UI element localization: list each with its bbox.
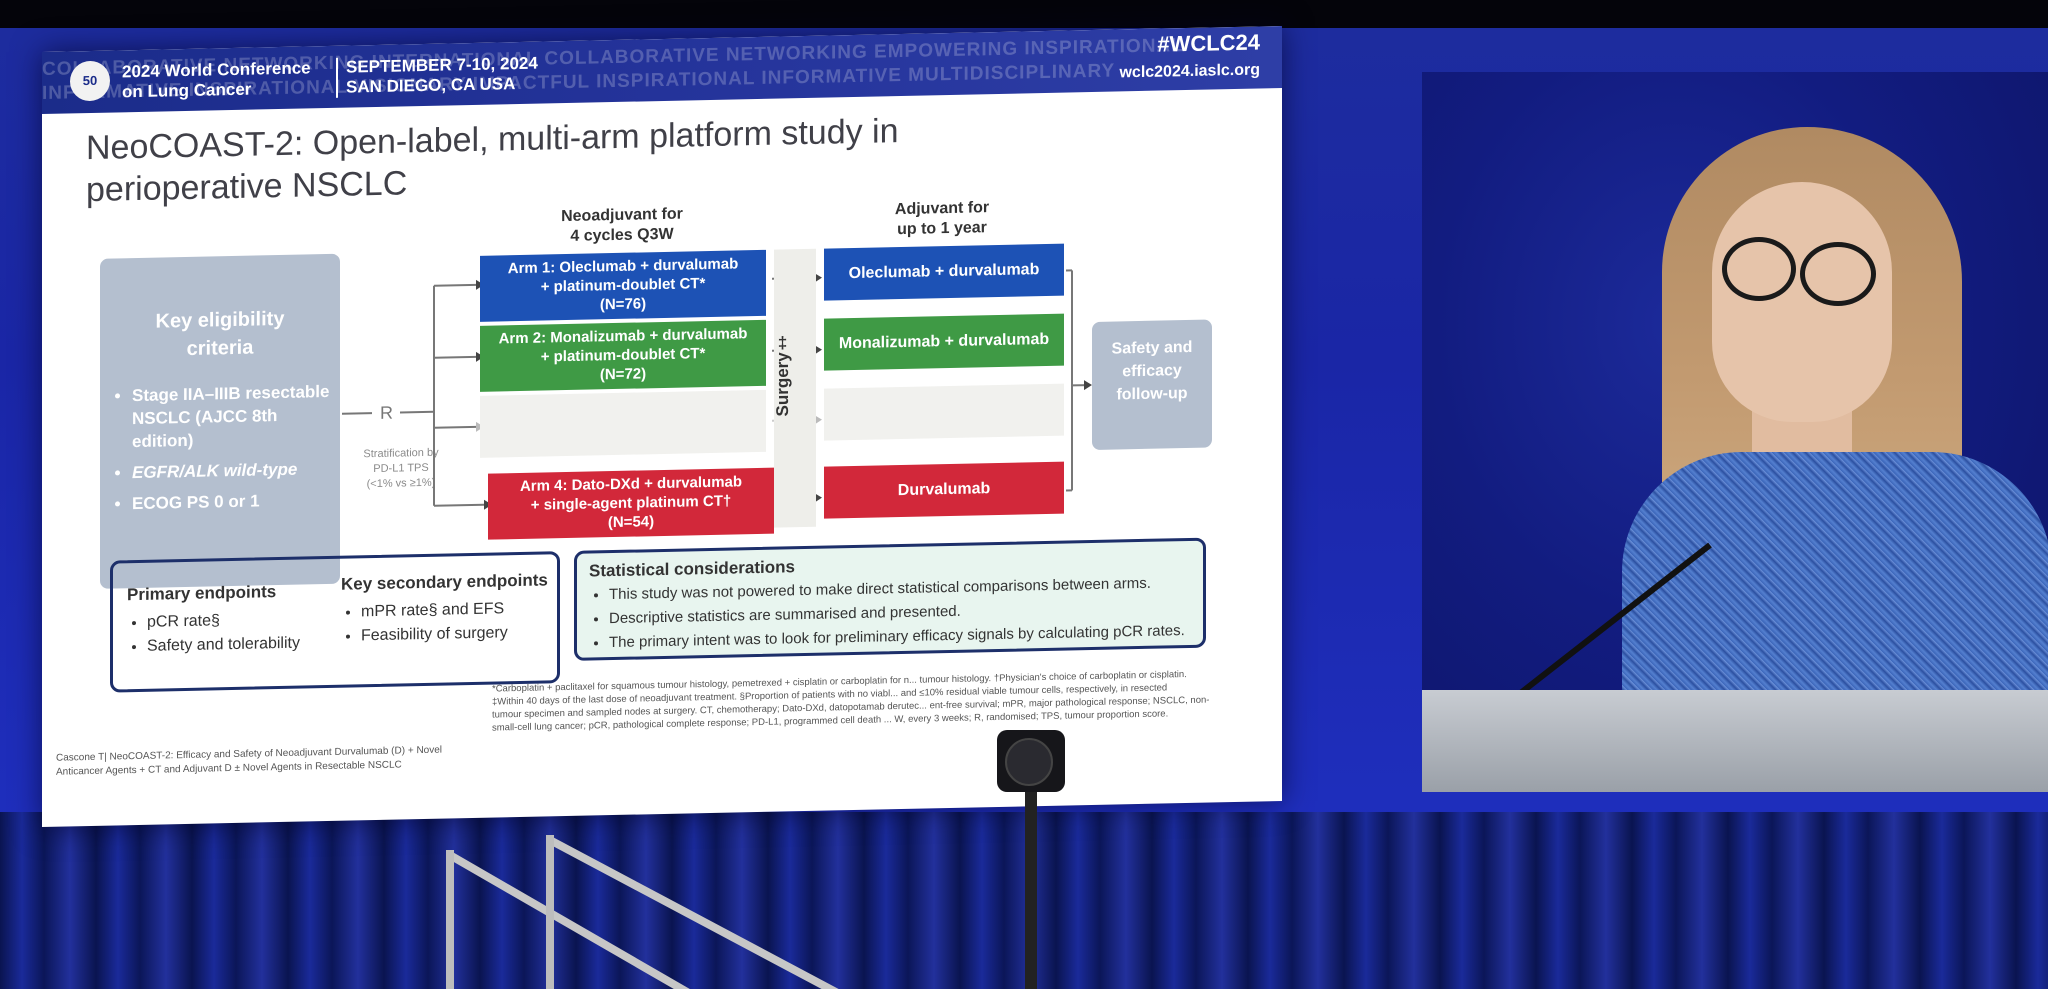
camera-stand (1025, 790, 1037, 989)
speaker-video-feed (1422, 72, 2048, 792)
safety-followup-box: Safety and efficacy follow-up (1092, 319, 1212, 451)
lectern (1422, 690, 2048, 792)
primary-endpoints: Primary endpoints pCR rate§ Safety and t… (127, 581, 327, 659)
statistical-considerations-box: Statistical considerations This study wa… (574, 537, 1206, 661)
rail-post (546, 835, 554, 989)
arm-3-adjuvant-faded (824, 383, 1064, 441)
surgery-label: Surgery‡ (773, 333, 792, 417)
arm-1-neoadjuvant: Arm 1: Oleclumab + durvalumab + platinum… (480, 249, 766, 322)
glasses-icon (1722, 237, 1796, 301)
footnotes: *Carboplatin + paclitaxel for squamous t… (492, 669, 1210, 734)
arm-3-faded (480, 389, 766, 458)
endpoint-item: Feasibility of surgery (361, 620, 551, 648)
presentation-slide: COLLABORATIVE NETWORKING INTERNATIONAL C… (42, 26, 1282, 828)
stage-curtain (0, 812, 2048, 989)
arm-4-neoadjuvant: Arm 4: Dato-DXd + durvalumab + single-ag… (488, 467, 774, 540)
citation: Cascone T| NeoCOAST-2: Efficacy and Safe… (56, 744, 443, 778)
speaker-face (1712, 182, 1892, 422)
endpoints-box: Primary endpoints pCR rate§ Safety and t… (110, 551, 560, 693)
arm-2-neoadjuvant: Arm 2: Monalizumab + durvalumab + platin… (480, 319, 766, 392)
endpoint-item: Safety and tolerability (147, 631, 327, 659)
arm-1-adjuvant: Oleclumab + durvalumab (824, 243, 1064, 301)
rail-post (446, 850, 454, 989)
arm-2-adjuvant: Monalizumab + durvalumab (824, 313, 1064, 371)
camera-lens (1005, 738, 1053, 786)
glasses-icon (1800, 242, 1876, 306)
secondary-endpoints: Key secondary endpoints mPR rate§ and EF… (341, 570, 551, 648)
arm-4-adjuvant: Durvalumab (824, 461, 1064, 519)
